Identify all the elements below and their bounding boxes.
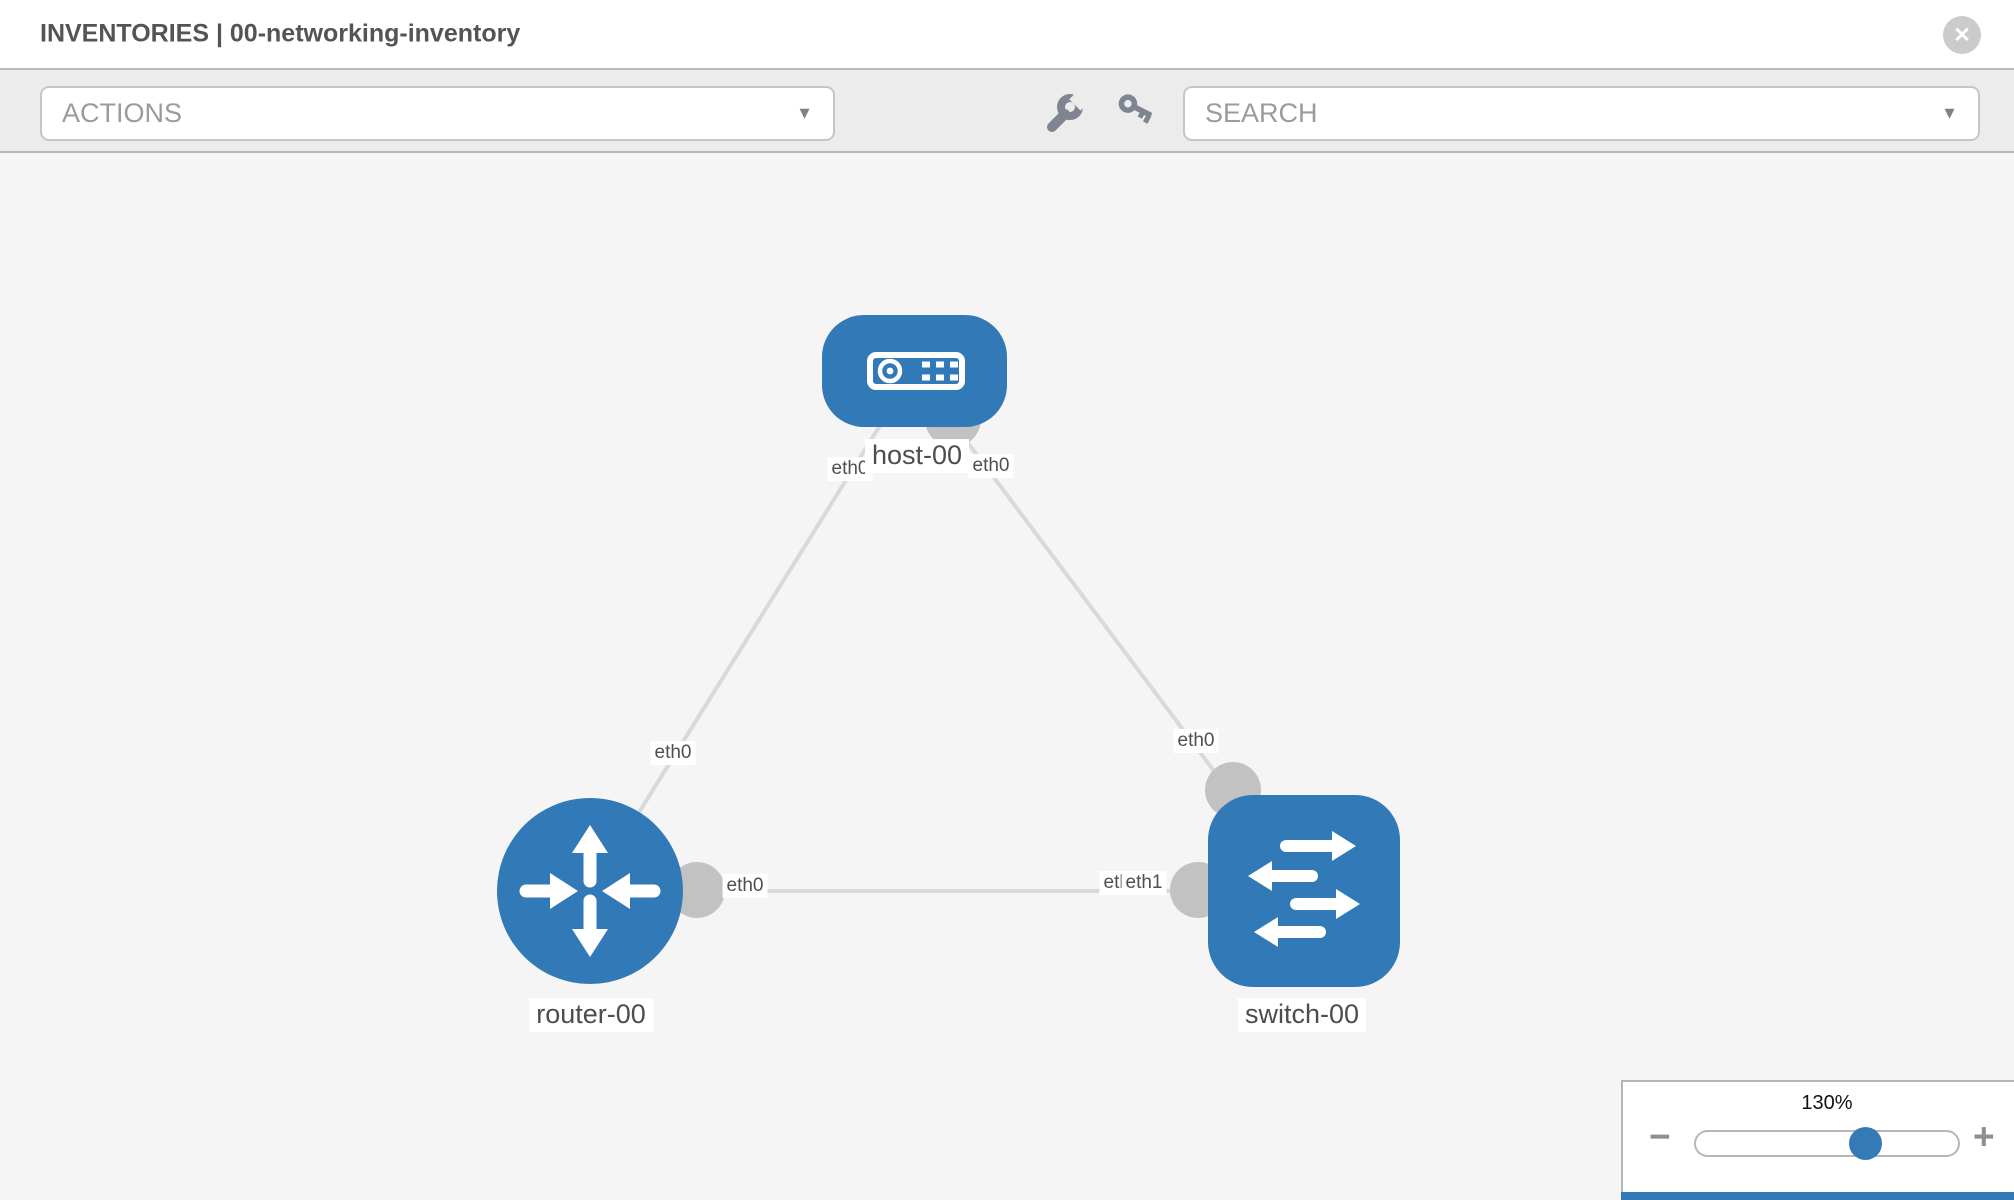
iface-label-router-to-host: eth0	[650, 741, 696, 765]
search-placeholder: SEARCH	[1205, 98, 1318, 128]
key-icon	[1118, 94, 1153, 124]
node-host-00[interactable]	[822, 315, 1007, 427]
page-title: INVENTORIES | 00-networking-inventory	[40, 19, 521, 48]
zoom-out-button[interactable]: −	[1649, 1118, 1671, 1155]
zoom-widget: 130% − +	[1621, 1080, 2014, 1192]
node-label-switch: switch-00	[1237, 998, 1367, 1032]
plus-icon: +	[1973, 1116, 1995, 1157]
actions-dropdown-label: ACTIONS	[62, 98, 183, 128]
close-icon: ✕	[1953, 23, 1971, 47]
iface-label-router-to-switch: eth0	[722, 874, 768, 898]
interface-circle-router[interactable]	[669, 862, 725, 918]
node-router-00[interactable]	[497, 798, 683, 984]
iface-label-host-to-router: eth0	[827, 457, 873, 481]
toolbar: ACTIONS ▼ SEARCH ▼	[0, 70, 2014, 153]
node-switch-00[interactable]	[1208, 795, 1400, 987]
chevron-down-icon: ▼	[796, 103, 813, 123]
router-icon	[519, 825, 661, 957]
switch-icon	[1248, 831, 1360, 947]
wrench-icon	[1047, 90, 1090, 132]
bottom-accent-bar	[1621, 1192, 2014, 1200]
zoom-slider-knob[interactable]	[1849, 1127, 1882, 1160]
credentials-button[interactable]	[1113, 92, 1157, 136]
topology-canvas[interactable]	[0, 153, 2014, 1200]
zoom-slider-track[interactable]	[1694, 1130, 1960, 1157]
configure-button[interactable]	[1042, 90, 1090, 136]
chevron-down-icon: ▼	[1941, 103, 1958, 123]
actions-dropdown[interactable]: ACTIONS ▼	[40, 86, 835, 141]
header-bar: INVENTORIES | 00-networking-inventory ✕	[0, 0, 2014, 70]
iface-label-switch-to-host: eth0	[1173, 729, 1219, 753]
zoom-in-button[interactable]: +	[1973, 1118, 1995, 1155]
iface-label-switch-to-router: eth1	[1121, 871, 1167, 895]
node-label-router: router-00	[529, 998, 653, 1032]
zoom-level-value: 130%	[1801, 1092, 1853, 1114]
close-button[interactable]: ✕	[1943, 16, 1981, 54]
iface-label-host-to-switch: eth0	[968, 454, 1014, 478]
minus-icon: −	[1649, 1116, 1671, 1157]
node-label-host: host-00	[864, 439, 970, 473]
host-icon	[867, 352, 965, 390]
search-dropdown[interactable]: SEARCH ▼	[1183, 86, 1980, 141]
